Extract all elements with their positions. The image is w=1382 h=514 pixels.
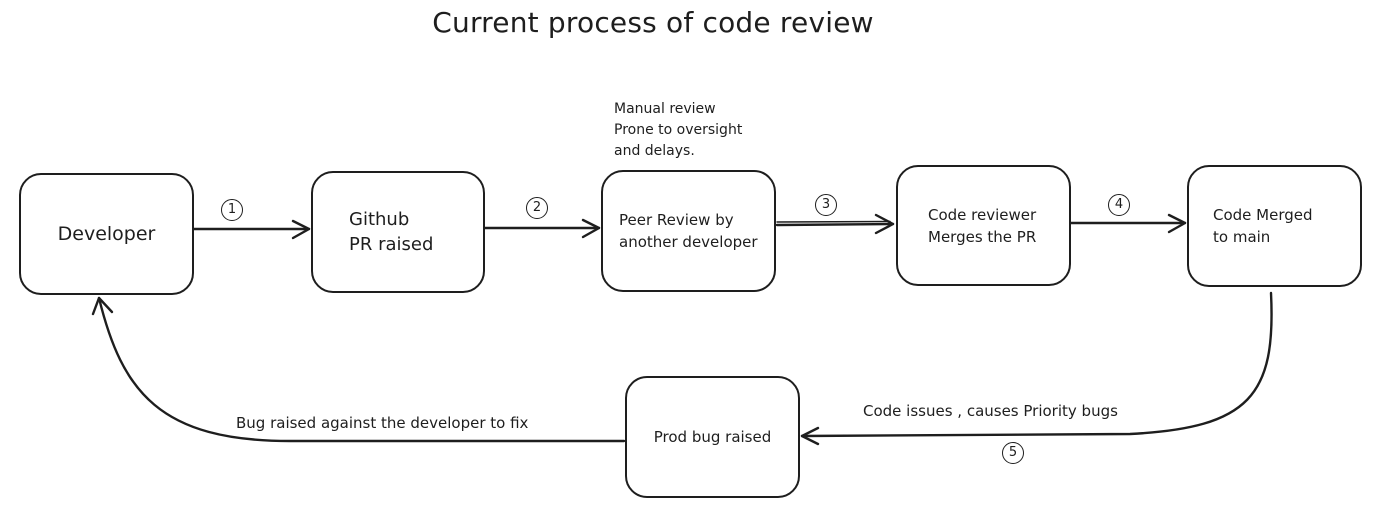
step-badge-3: 3 (815, 194, 837, 216)
note-line: and delays. (614, 143, 695, 159)
node-developer[interactable]: Developer (19, 173, 194, 295)
diagram-title: Current process of code review (432, 6, 874, 39)
node-label: Peer Review by (619, 211, 734, 229)
node-label: Prod bug raised (653, 428, 772, 446)
node-label: PR raised (349, 234, 434, 255)
arrowhead-reviewer (874, 213, 895, 235)
node-label: Merges the PR (928, 227, 1037, 246)
edge-label-bug-raised: Bug raised against the developer to fix (236, 414, 529, 432)
arrowhead-peer (581, 218, 601, 239)
node-code-merged[interactable]: Code Merged to main (1187, 165, 1362, 287)
step-badge-1: 1 (221, 199, 243, 221)
arrowhead-developer (91, 296, 114, 316)
node-prod-bug[interactable]: Prod bug raised (625, 376, 800, 498)
step-badge-5: 5 (1002, 442, 1024, 464)
node-label: to main (1213, 228, 1271, 246)
node-label: Developer (57, 223, 156, 245)
note-line: Prone to oversight (614, 122, 743, 138)
node-label: Code Merged (1213, 206, 1313, 224)
note-line: Manual review (614, 101, 716, 117)
arrowhead-prod (800, 426, 820, 446)
node-github-pr[interactable]: Github PR raised (311, 171, 485, 293)
step-badge-4: 4 (1108, 194, 1130, 216)
arrowhead-merged (1167, 213, 1187, 234)
node-label: another developer (619, 233, 758, 251)
node-label: Code reviewer (928, 205, 1037, 224)
edge-label-code-issues: Code issues , causes Priority bugs (863, 402, 1118, 420)
node-code-reviewer[interactable]: Code reviewer Merges the PR (896, 165, 1071, 286)
arrow-merged-to-prod (800, 291, 1273, 438)
arrowhead-github (291, 219, 311, 240)
manual-review-note: Manual review Prone to oversight and del… (614, 99, 742, 162)
arrow-peer-to-reviewer-b (776, 220, 891, 223)
node-peer-review[interactable]: Peer Review by another developer (601, 170, 776, 292)
node-label: Github (349, 209, 410, 230)
arrow-peer-to-reviewer (775, 222, 895, 227)
step-badge-2: 2 (526, 197, 548, 219)
arrow-prod-to-developer (97, 296, 626, 443)
